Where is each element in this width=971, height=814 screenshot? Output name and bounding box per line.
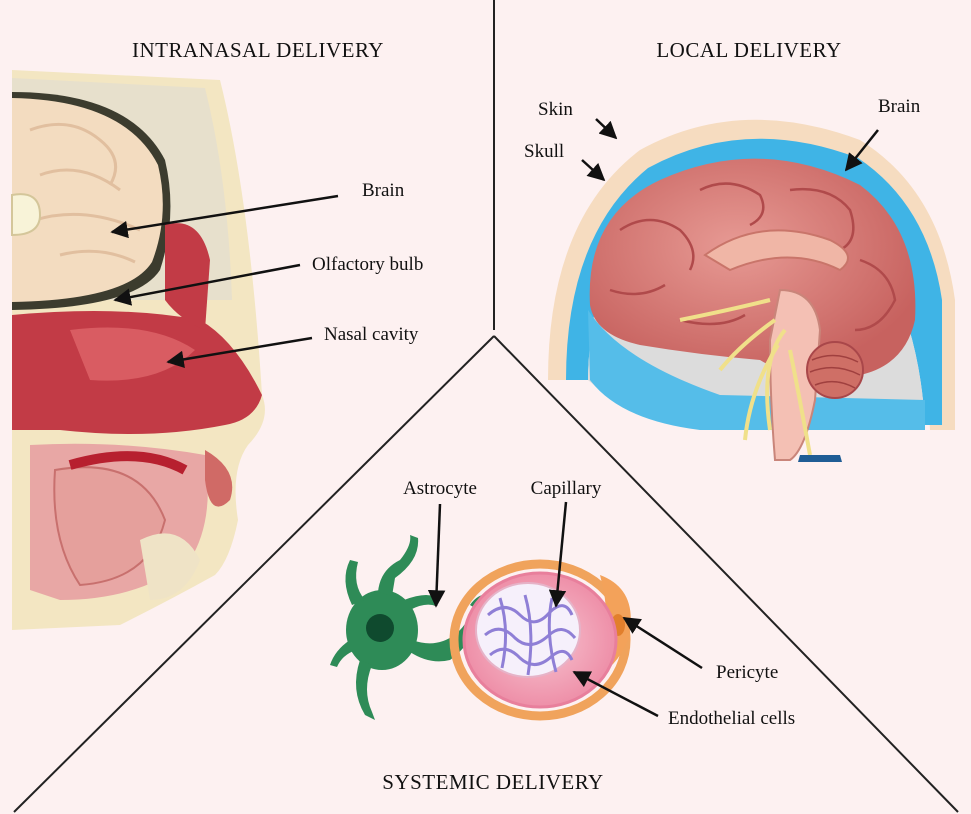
- label-endothelial-cells: Endothelial cells: [668, 708, 795, 729]
- label-brain-intranasal: Brain: [362, 180, 405, 201]
- label-brain-local: Brain: [878, 96, 921, 117]
- label-nasal-cavity: Nasal cavity: [324, 324, 419, 345]
- spinal-fluid: [798, 455, 842, 462]
- label-astrocyte: Astrocyte: [403, 478, 477, 499]
- ventricle: [12, 194, 40, 235]
- systemic-title: SYSTEMIC DELIVERY: [382, 770, 603, 794]
- label-pericyte: Pericyte: [716, 662, 778, 683]
- astrocyte-nucleus: [366, 614, 394, 642]
- local-title: LOCAL DELIVERY: [656, 38, 841, 62]
- label-capillary: Capillary: [531, 478, 602, 499]
- intranasal-head-illustration: [12, 70, 265, 630]
- intranasal-title: INTRANASAL DELIVERY: [132, 38, 384, 62]
- label-olfactory-bulb: Olfactory bulb: [312, 254, 423, 275]
- label-skull: Skull: [524, 141, 564, 162]
- label-skin: Skin: [538, 99, 573, 120]
